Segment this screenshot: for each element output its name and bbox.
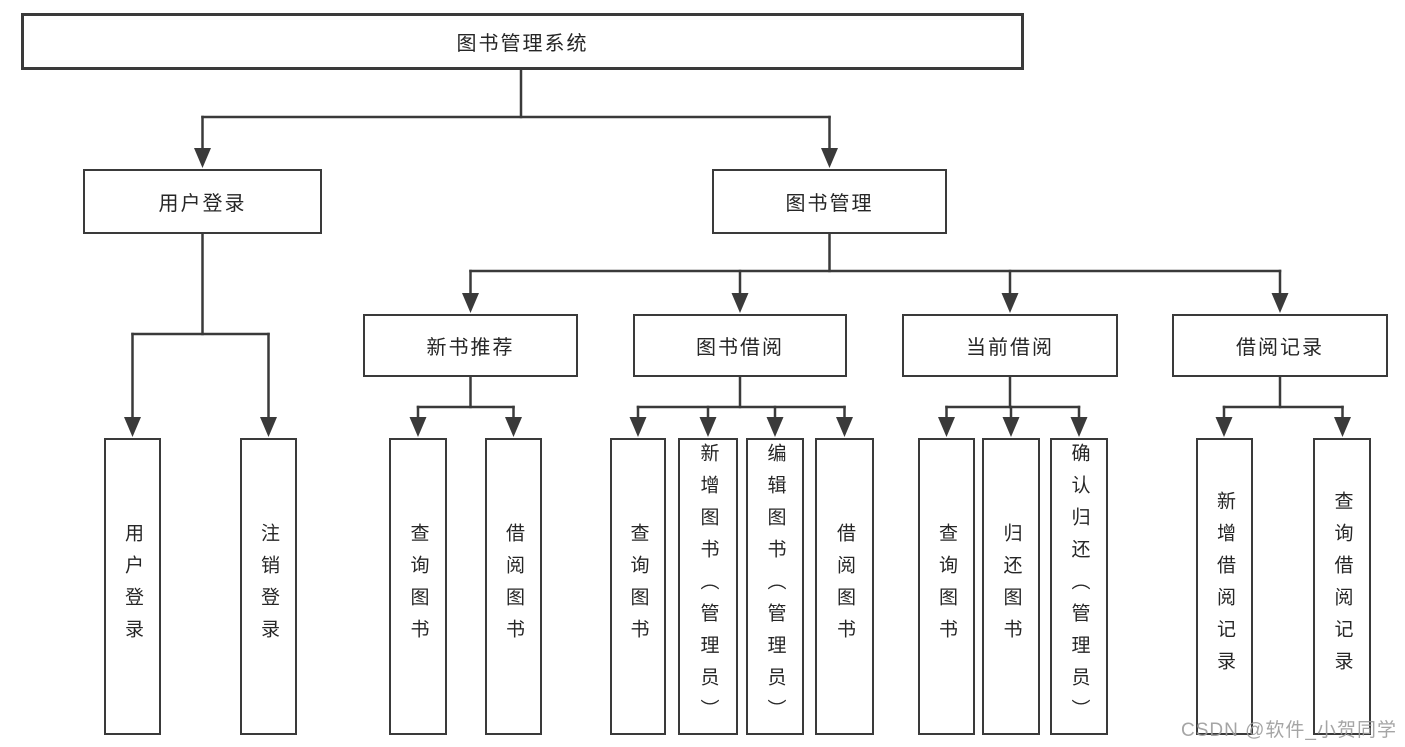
- node-leaf-borrow-query: 查询图书: [610, 438, 666, 735]
- node-leaf-borrow-add: 新增图书（管理员）: [678, 438, 738, 735]
- node-leaf-borrow-borrow: 借阅图书: [815, 438, 874, 735]
- arrowhead-icon: [505, 417, 522, 437]
- node-records: 借阅记录: [1172, 314, 1388, 377]
- node-label-leaf-borrow-query: 查询图书: [627, 522, 649, 651]
- node-leaf-records-query: 查询借阅记录: [1313, 438, 1371, 735]
- node-label-leaf-logout: 注销登录: [258, 522, 279, 651]
- node-mgmt: 图书管理: [712, 169, 947, 234]
- node-rec: 新书推荐: [363, 314, 578, 377]
- node-label-login: 用户登录: [158, 193, 247, 215]
- arrowhead-icon: [1002, 417, 1020, 437]
- node-label-records: 借阅记录: [1236, 337, 1324, 359]
- node-label-leaf-current-confirm: 确认归还（管理员）: [1068, 442, 1090, 731]
- arrowhead-icon: [766, 417, 784, 437]
- arrowhead-icon: [1070, 417, 1088, 437]
- node-leaf-current-query: 查询图书: [918, 438, 975, 735]
- node-label-leaf-records-add: 新增借阅记录: [1214, 490, 1235, 683]
- node-leaf-records-add: 新增借阅记录: [1196, 438, 1253, 735]
- node-label-leaf-current-query: 查询图书: [936, 522, 957, 651]
- arrowhead-icon: [124, 417, 141, 437]
- node-label-leaf-rec-query: 查询图书: [407, 522, 429, 651]
- node-label-leaf-borrow-edit: 编辑图书（管理员）: [764, 442, 786, 731]
- node-label-leaf-borrow-borrow: 借阅图书: [834, 522, 855, 651]
- node-label-rec: 新书推荐: [426, 337, 515, 359]
- node-leaf-user-login: 用户登录: [104, 438, 161, 735]
- arrowhead-icon: [699, 417, 717, 437]
- node-label-leaf-records-query: 查询借阅记录: [1331, 490, 1353, 683]
- arrowhead-icon: [821, 148, 838, 168]
- arrowhead-icon: [1271, 293, 1289, 313]
- arrowhead-icon: [731, 293, 749, 313]
- node-leaf-rec-borrow: 借阅图书: [485, 438, 542, 735]
- arrowhead-icon: [1001, 293, 1019, 313]
- node-label-leaf-current-return: 归还图书: [1000, 522, 1022, 651]
- node-sys: 图书管理系统: [21, 13, 1024, 70]
- node-label-leaf-borrow-add: 新增图书（管理员）: [697, 442, 719, 731]
- node-current: 当前借阅: [902, 314, 1118, 377]
- node-label-current: 当前借阅: [966, 337, 1054, 359]
- node-label-sys: 图书管理系统: [456, 33, 589, 55]
- node-leaf-logout: 注销登录: [240, 438, 297, 735]
- node-label-mgmt: 图书管理: [785, 193, 874, 215]
- watermark: CSDN @软件_小贺同学: [1181, 720, 1397, 741]
- arrowhead-icon: [629, 417, 647, 437]
- node-borrow: 图书借阅: [633, 314, 847, 377]
- node-leaf-current-confirm: 确认归还（管理员）: [1050, 438, 1108, 735]
- arrowhead-icon: [938, 417, 955, 437]
- node-leaf-rec-query: 查询图书: [389, 438, 447, 735]
- arrowhead-icon: [462, 293, 479, 313]
- node-login: 用户登录: [83, 169, 322, 234]
- arrowhead-icon: [1215, 417, 1233, 437]
- arrowhead-icon: [836, 417, 853, 437]
- arrowhead-icon: [409, 417, 427, 437]
- arrowhead-icon: [194, 148, 211, 168]
- node-label-leaf-user-login: 用户登录: [122, 522, 143, 651]
- node-label-leaf-rec-borrow: 借阅图书: [503, 522, 524, 651]
- arrowhead-icon: [1334, 417, 1351, 437]
- node-leaf-current-return: 归还图书: [982, 438, 1040, 735]
- node-leaf-borrow-edit: 编辑图书（管理员）: [746, 438, 804, 735]
- node-label-borrow: 图书借阅: [696, 337, 784, 359]
- arrowhead-icon: [260, 417, 277, 437]
